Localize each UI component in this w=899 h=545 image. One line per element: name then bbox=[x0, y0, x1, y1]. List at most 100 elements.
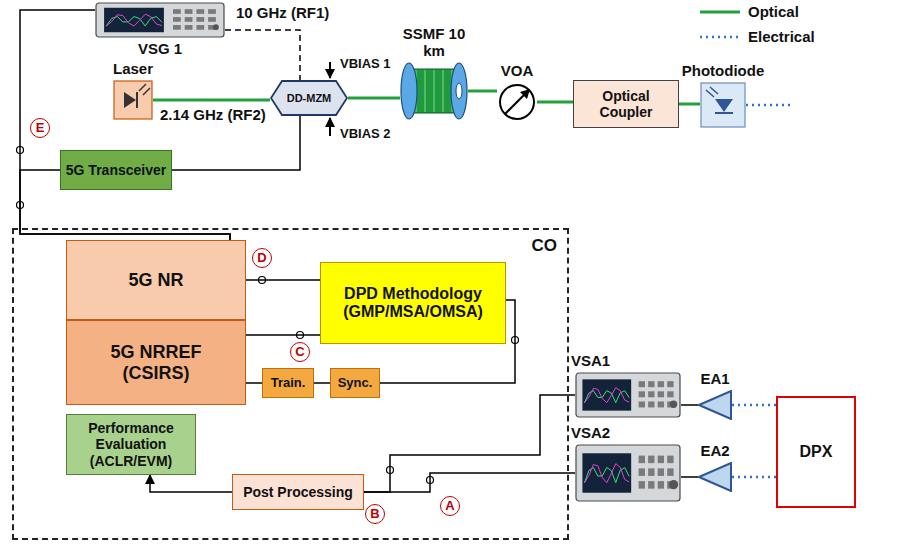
callout-letter: B bbox=[365, 504, 385, 524]
connector bbox=[732, 404, 776, 407]
drawing-part bbox=[196, 9, 204, 14]
connector bbox=[681, 404, 698, 406]
drawing-part bbox=[584, 388, 629, 403]
drawing-part bbox=[701, 83, 745, 127]
process-box: 5G Transceiver bbox=[60, 150, 172, 190]
text-block: Optical Coupler bbox=[574, 88, 678, 120]
box-text: DD-MZM bbox=[287, 92, 332, 105]
text-block: DPD Methodology (GMP/MSA/OMSA) bbox=[321, 285, 505, 322]
bias-arrow bbox=[329, 118, 331, 136]
signal-analyzer: VSA1 bbox=[575, 372, 681, 418]
drawing-part bbox=[124, 92, 136, 108]
box-text: DPD Methodology (GMP/MSA/OMSA) bbox=[321, 285, 505, 322]
drawing-part bbox=[114, 81, 152, 119]
process-box: Optical Coupler bbox=[573, 80, 679, 128]
box-text: 5G NRREF bbox=[110, 342, 201, 363]
frequency-label: 2.14 GHz (RF2) bbox=[160, 106, 266, 124]
part-name: VOA bbox=[501, 62, 534, 79]
instrument-drawing bbox=[575, 444, 681, 502]
drawing-part bbox=[433, 70, 434, 112]
attenuator-symbol: VOA bbox=[497, 82, 537, 122]
drawing-part bbox=[658, 481, 664, 489]
part-name: EA2 bbox=[700, 442, 729, 459]
drawing-part bbox=[584, 464, 629, 483]
drawing-part bbox=[670, 401, 677, 408]
connector bbox=[20, 10, 230, 240]
signal-name: VBIAS 1 bbox=[340, 56, 391, 72]
drawing-part bbox=[424, 70, 425, 112]
drawing-part bbox=[639, 401, 645, 407]
drawing-part bbox=[658, 381, 664, 387]
amp-drawing bbox=[698, 390, 732, 420]
drawing-part bbox=[648, 481, 654, 489]
connector bbox=[364, 473, 575, 492]
drawing-part bbox=[658, 391, 664, 397]
drawing-part bbox=[576, 373, 680, 417]
process-box: Post Processing bbox=[232, 474, 364, 510]
drawing-part bbox=[582, 379, 631, 410]
part-name: VSA2 bbox=[571, 424, 610, 441]
connector bbox=[348, 97, 400, 100]
amplifier-triangle: EA2 bbox=[698, 462, 732, 492]
instrument-drawing bbox=[95, 2, 225, 38]
drawing-part bbox=[639, 456, 645, 464]
drawing-part bbox=[442, 70, 443, 112]
drawing-part bbox=[185, 25, 193, 30]
connector bbox=[172, 116, 300, 170]
drawing-part bbox=[699, 391, 731, 419]
drawing-part bbox=[658, 401, 664, 407]
callout-letter: A bbox=[440, 496, 460, 516]
drawing-part bbox=[639, 391, 645, 397]
drawing-part bbox=[456, 83, 462, 99]
electrical-wire bbox=[746, 104, 790, 107]
fiber-spool: SSMF 10 km bbox=[400, 62, 468, 120]
part-name: VSA1 bbox=[571, 352, 610, 369]
signal-generator: VSG 1 bbox=[95, 2, 225, 38]
connector bbox=[364, 395, 575, 492]
signal-analyzer: VSA2 bbox=[575, 444, 681, 502]
drawing-part bbox=[143, 88, 150, 95]
instrument-drawing bbox=[575, 372, 681, 418]
text-block: Performance Evaluation (ACLR/EVM) bbox=[67, 420, 195, 468]
drawing-part bbox=[582, 453, 631, 492]
drawing-part bbox=[715, 99, 733, 112]
drawing-part bbox=[173, 25, 181, 30]
group-label: CO bbox=[532, 236, 558, 256]
text-block: DPX bbox=[800, 443, 833, 461]
callout-letter: E bbox=[30, 118, 50, 138]
drawing-part bbox=[669, 480, 678, 489]
box-text: DPX bbox=[800, 443, 833, 461]
drawing-part bbox=[648, 381, 654, 387]
drawing-part bbox=[500, 85, 534, 119]
connector bbox=[246, 382, 262, 384]
box-text: Post Processing bbox=[243, 484, 353, 500]
process-box: 5G NR bbox=[66, 240, 246, 320]
process-box: Sync. bbox=[330, 368, 380, 398]
drawing-part bbox=[173, 9, 181, 14]
drawing-part bbox=[648, 468, 654, 476]
voa-drawing bbox=[497, 82, 537, 122]
connector bbox=[153, 99, 270, 102]
part-name: Photodiode bbox=[682, 62, 765, 79]
drawing-part bbox=[106, 14, 162, 26]
box-text: 5G NR bbox=[128, 270, 183, 291]
connector bbox=[681, 476, 698, 478]
device-box: DPX bbox=[776, 396, 856, 508]
drawing-part bbox=[715, 112, 733, 114]
connector bbox=[225, 30, 300, 80]
drawing-part bbox=[648, 456, 654, 464]
part-name: VSG 1 bbox=[138, 40, 182, 57]
signal-name: VBIAS 2 bbox=[340, 126, 391, 142]
drawing-part bbox=[96, 3, 224, 37]
spool-drawing bbox=[400, 62, 468, 120]
drawing-part bbox=[667, 391, 673, 397]
drawing-part bbox=[208, 17, 216, 22]
drawing-part bbox=[699, 463, 731, 491]
drawing-part bbox=[639, 468, 645, 476]
connector bbox=[246, 334, 320, 336]
text-block: Sync. bbox=[338, 376, 373, 391]
drawing-part bbox=[173, 17, 181, 22]
text-block: Post Processing bbox=[243, 484, 353, 500]
box-text: Optical Coupler bbox=[574, 88, 678, 120]
